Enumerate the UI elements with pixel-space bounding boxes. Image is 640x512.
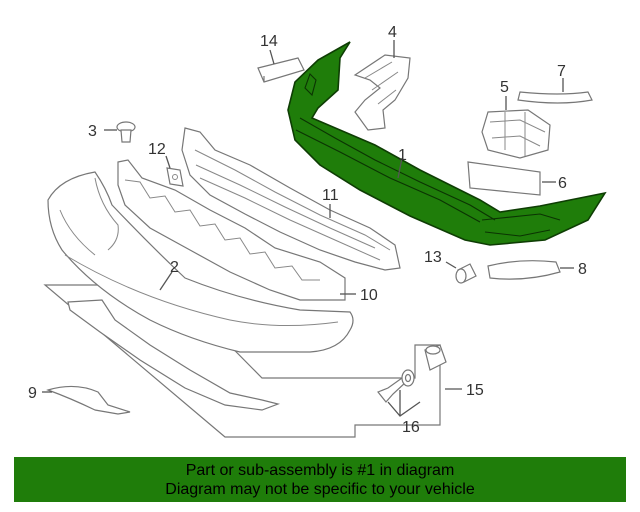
callout-6[interactable]: 6 (558, 175, 567, 192)
part-12-clip[interactable] (166, 167, 184, 187)
part-1-detail (295, 72, 561, 237)
callout-labels: 1 2 3 4 5 6 7 8 9 10 11 12 13 14 15 16 (28, 24, 587, 436)
part-5-mount[interactable] (481, 109, 551, 159)
part-7-strip[interactable] (517, 91, 593, 104)
part-16-fasteners[interactable] (377, 344, 447, 403)
part-3-push-pin[interactable] (116, 121, 136, 143)
part-15-valance[interactable] (67, 299, 281, 411)
part-12-hole (172, 174, 178, 180)
callout-11[interactable]: 11 (322, 187, 339, 204)
callout-2[interactable]: 2 (170, 259, 179, 276)
part-6-cover[interactable] (467, 161, 541, 196)
part-5-detail (489, 112, 546, 156)
part-4-bracket[interactable] (353, 54, 411, 131)
part-11-detail (194, 149, 391, 261)
callout-3[interactable]: 3 (88, 123, 97, 140)
leader-lines (42, 40, 574, 417)
callout-1[interactable]: 1 (398, 147, 407, 164)
callout-14[interactable]: 14 (260, 33, 278, 50)
part-14-block[interactable] (257, 57, 305, 83)
part-2-detail (59, 177, 339, 327)
part-1-bumper-cover[interactable] (287, 41, 607, 246)
bumper-exploded-diagram: 1 2 3 4 5 6 7 8 9 10 11 12 13 14 15 16 (28, 24, 607, 438)
callout-9[interactable]: 9 (28, 385, 37, 402)
part-9-bracket[interactable] (46, 385, 131, 415)
callout-5[interactable]: 5 (500, 79, 509, 96)
callout-13[interactable]: 13 (424, 249, 442, 266)
part-4-detail (364, 61, 399, 105)
callout-16[interactable]: 16 (402, 419, 420, 436)
part-2-cover[interactable] (47, 171, 354, 353)
callout-10[interactable]: 10 (360, 287, 378, 304)
banner-line-2: Diagram may not be specific to your vehi… (165, 481, 475, 498)
callout-7[interactable]: 7 (557, 63, 566, 80)
callout-4[interactable]: 4 (388, 24, 397, 41)
callout-12[interactable]: 12 (148, 141, 166, 158)
part-8-reflector[interactable] (487, 260, 561, 280)
callout-15[interactable]: 15 (466, 382, 484, 399)
part-13-sensor[interactable] (455, 263, 477, 284)
callout-8[interactable]: 8 (578, 261, 587, 278)
part-10-detail (124, 179, 320, 281)
part-notice-banner: Part or sub-assembly is #1 in diagram Di… (14, 457, 626, 502)
part-10-absorber[interactable] (117, 159, 346, 301)
banner-line-1: Part or sub-assembly is #1 in diagram (185, 462, 455, 479)
